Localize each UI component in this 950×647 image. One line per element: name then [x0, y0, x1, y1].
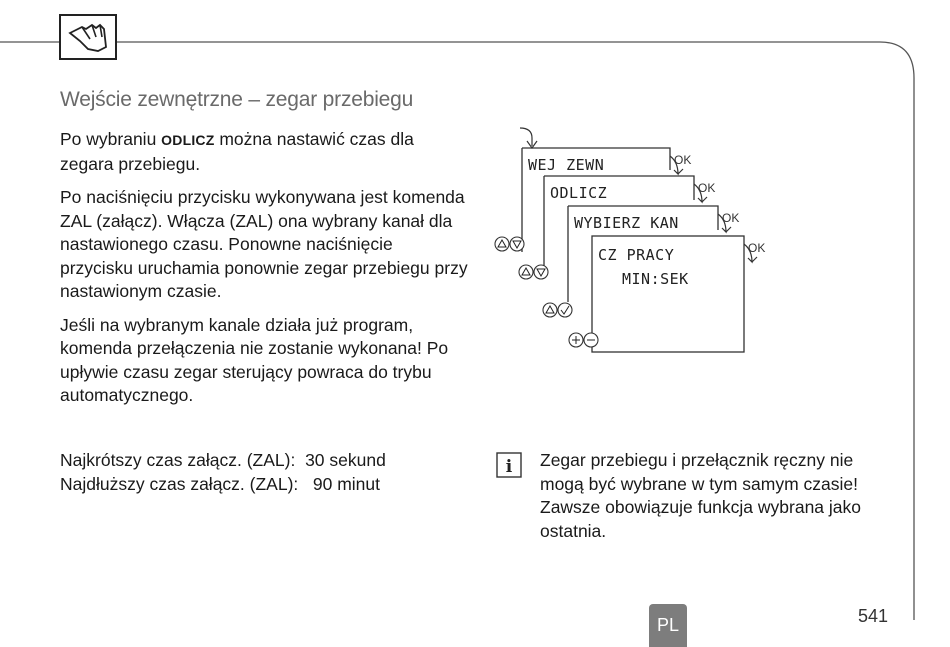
screen-frame-2: [544, 175, 695, 200]
svg-text:i: i: [506, 457, 513, 477]
ok-label: OK: [722, 211, 739, 225]
language-badge: PL: [649, 604, 687, 647]
paragraph-3: Jeśli na wybranym kanale działa już prog…: [60, 314, 449, 406]
ok-label: OK: [698, 181, 715, 195]
screen-frame-4: [591, 235, 745, 353]
page-number: 541: [858, 606, 889, 626]
lcd-screen-4: CZ PRACY: [598, 246, 674, 264]
lcd-screen-3: WYBIERZ KAN: [574, 214, 679, 232]
screen-frame-3: [568, 205, 719, 230]
spec-label: Najdłuższy czas załącz. (ZAL):: [60, 473, 299, 494]
lcd-screen-1: WEJ ZEWN: [528, 156, 604, 174]
ok-label: OK: [674, 153, 691, 167]
spec-row: Najdłuższy czas załącz. (ZAL): 90 minut: [60, 473, 386, 497]
hand-pointer-icon: [58, 13, 120, 63]
menu-diagram: WEJ ZEWN ODLICZ WYBIERZ KAN CZ PRACY MIN…: [494, 127, 765, 353]
check-button-icon: [557, 302, 573, 318]
spec-label: Najkrótszy czas załącz. (ZAL):: [60, 450, 296, 470]
keyword-odlicz: ODLICZ: [161, 132, 215, 148]
lcd-screen-4-line2: MIN:SEK: [622, 270, 689, 288]
lcd-screen-2: ODLICZ: [550, 184, 607, 202]
ok-label: OK: [748, 241, 765, 255]
screen-frame-1: [522, 147, 671, 170]
spec-value: 30 sekund: [305, 450, 386, 470]
spec-list: Najkrótszy czas załącz. (ZAL): 30 sekund…: [60, 449, 386, 496]
spec-row: Najkrótszy czas załącz. (ZAL): 30 sekund: [60, 449, 386, 473]
paragraph-2: Po naciśnięciu przycisku wykonywana jest…: [60, 187, 468, 301]
info-icon: i: [496, 452, 522, 478]
body-text: Po wybraniu ODLICZ można nastawić czas d…: [60, 128, 470, 418]
spec-value: 90 minut: [308, 473, 380, 494]
paragraph-1: Po wybraniu ODLICZ można nastawić czas d…: [60, 129, 414, 174]
note-text: Zegar przebiegu i przełącznik ręczny nie…: [540, 450, 861, 541]
section-heading: Wejście zewnętrzne – zegar przebiegu: [60, 88, 414, 111]
